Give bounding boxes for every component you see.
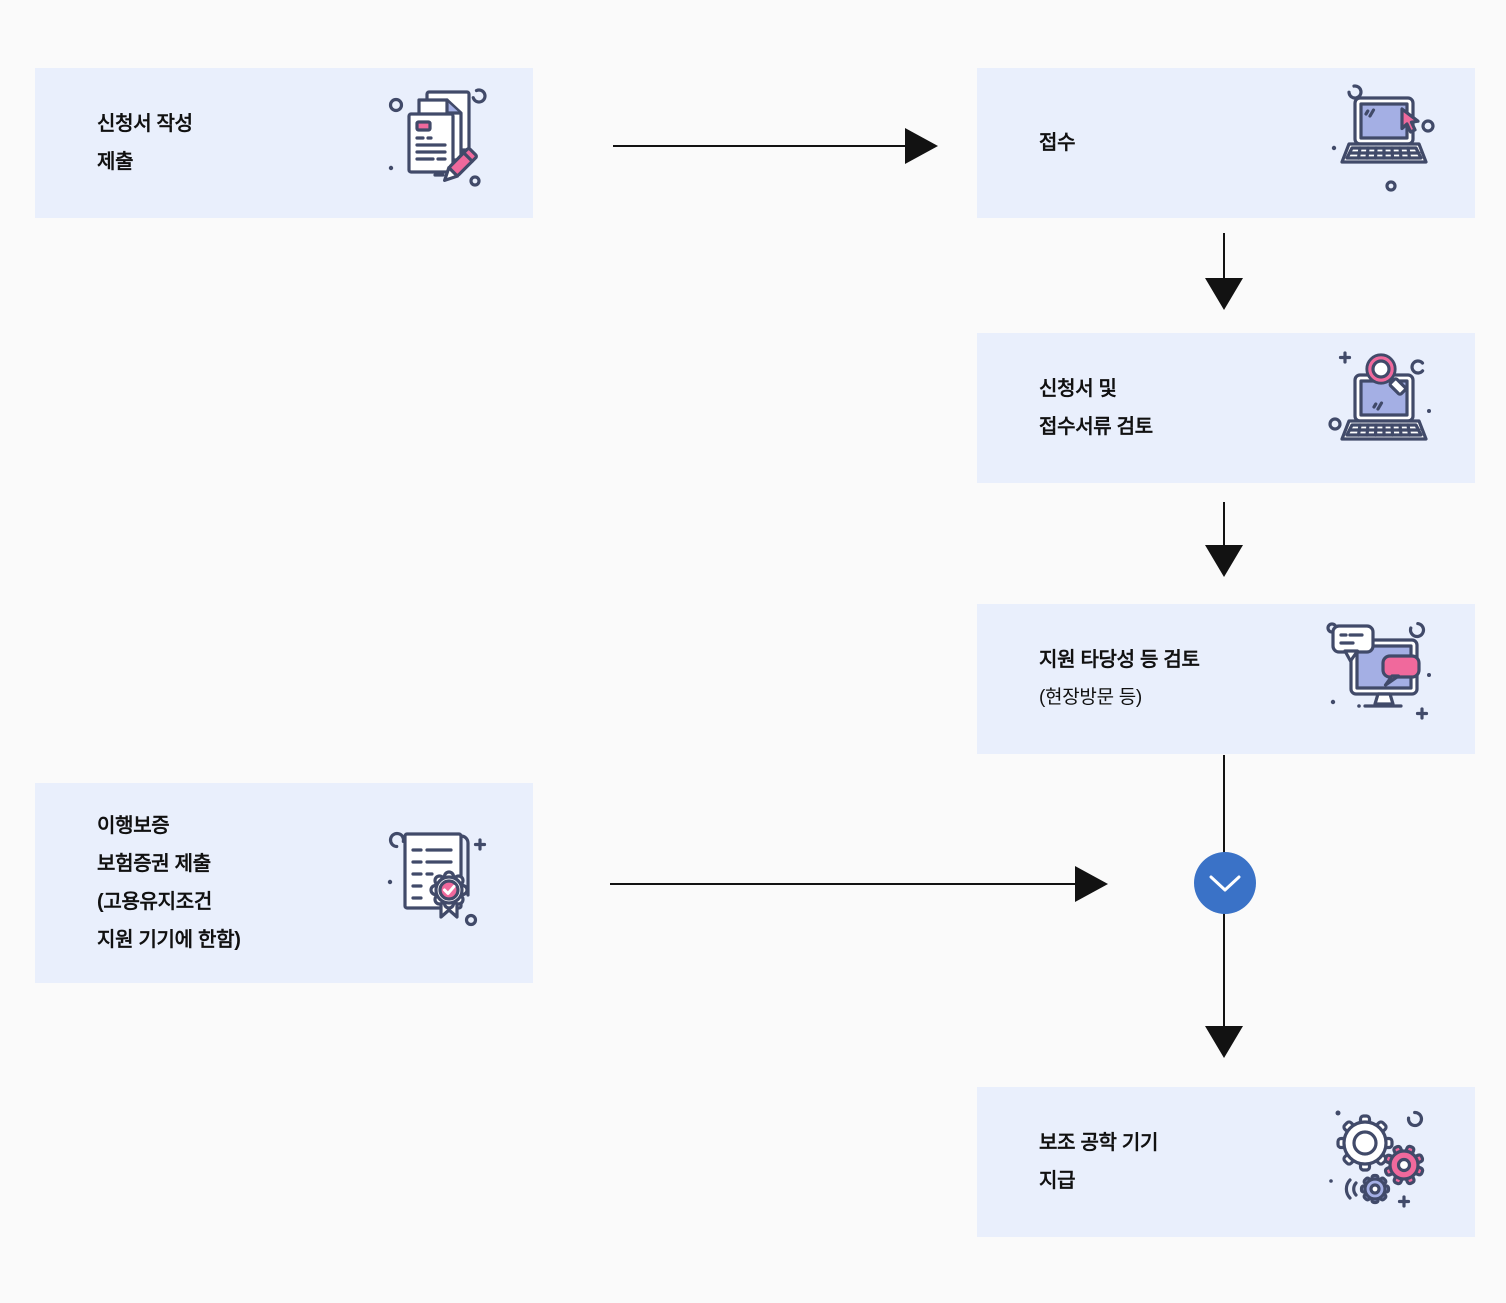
gears-icon <box>1325 1101 1443 1223</box>
step-bond-submit-label: 이행보증 보험증권 제출 (고용유지조건 지원 기기에 한함) <box>35 807 383 959</box>
step-label-line: 접수 <box>1039 132 1076 154</box>
laptop-magnifier-icon <box>1325 347 1443 469</box>
flow-step-bond-submit: 이행보증 보험증권 제출 (고용유지조건 지원 기기에 한함) <box>35 783 533 983</box>
step-label-line: 신청서 작성 <box>97 113 193 135</box>
step-label-line: 제출 <box>97 151 134 173</box>
step-label-line: 지원 기기에 한함) <box>97 929 241 951</box>
step-label-line: (고용유지조건 <box>97 891 212 913</box>
step-label-line: 지급 <box>1039 1170 1076 1192</box>
step-label-line: 보험증권 제출 <box>97 853 211 875</box>
step-label-line: 접수서류 검토 <box>1039 416 1153 438</box>
flow-step-device-provide: 보조 공학 기기 지급 <box>977 1087 1475 1237</box>
flow-step-apply: 신청서 작성 제출 <box>35 68 533 218</box>
arrow-review-to-feasibility-head <box>1205 545 1243 577</box>
arrow-apply-to-receive-head <box>905 128 938 164</box>
arrow-apply-to-receive-line <box>613 145 905 147</box>
merge-node <box>1194 852 1256 914</box>
step-label-line: 보조 공학 기기 <box>1039 1132 1159 1154</box>
monitor-chat-icon <box>1325 618 1443 740</box>
arrow-feasibility-to-provide-head <box>1205 1026 1243 1058</box>
step-feasibility-review-label: 지원 타당성 등 검토 (현장방문 등) <box>977 641 1325 717</box>
step-label-line: 이행보증 <box>97 815 170 837</box>
arrow-receive-to-review-head <box>1205 278 1243 310</box>
step-label-line: 지원 타당성 등 검토 <box>1039 649 1200 671</box>
step-document-review-label: 신청서 및 접수서류 검토 <box>977 370 1325 446</box>
arrow-bond-to-merge-line <box>610 883 1075 885</box>
arrow-receive-to-review-line <box>1223 233 1225 278</box>
chevron-down-icon <box>1194 875 1256 918</box>
flow-step-feasibility-review: 지원 타당성 등 검토 (현장방문 등) <box>977 604 1475 754</box>
arrow-review-to-feasibility-line <box>1223 502 1225 545</box>
step-apply-label: 신청서 작성 제출 <box>35 105 383 181</box>
step-receive-label: 접수 <box>977 124 1325 162</box>
step-device-provide-label: 보조 공학 기기 지급 <box>977 1124 1325 1200</box>
documents-pencil-icon <box>383 82 501 204</box>
step-label-line: (현장방문 등) <box>1039 687 1142 708</box>
step-label-line: 신청서 및 <box>1039 378 1117 400</box>
arrow-bond-to-merge-head <box>1075 866 1108 902</box>
flow-step-receive: 접수 <box>977 68 1475 218</box>
certificate-icon <box>383 822 501 944</box>
laptop-cursor-icon <box>1325 82 1443 204</box>
flow-step-document-review: 신청서 및 접수서류 검토 <box>977 333 1475 483</box>
